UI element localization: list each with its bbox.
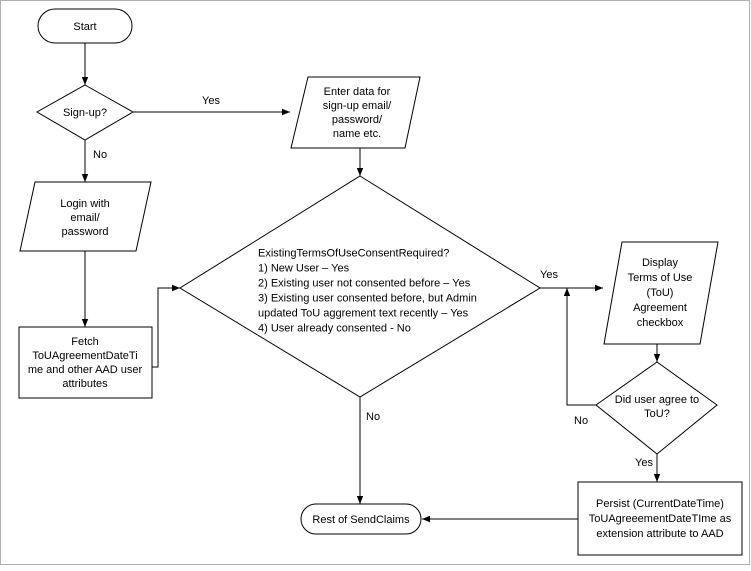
label-signup-no: No — [93, 149, 107, 161]
consent-decision-label-line: ExistingTermsOfUseConsentRequired? — [258, 248, 449, 260]
login-label-line: email/ — [70, 212, 100, 224]
label-agree-yes: Yes — [635, 457, 653, 469]
enter-data-label: Enter data for sign-up email/password/nam… — [323, 86, 392, 140]
fetch-label-line: me and other AAD user — [28, 364, 143, 376]
consent-decision-label-line: updated ToU aggrement text recently – Ye… — [258, 308, 469, 320]
persist-label-line: ToUAgreeementDateTIme as — [589, 513, 732, 525]
display-tou-label-line: checkbox — [637, 317, 684, 329]
enter-data-label-line: password/ — [332, 114, 383, 126]
signup-decision-label: Sign-up? — [63, 107, 107, 119]
rest-label-line: Rest of SendClaims — [312, 514, 410, 526]
display-tou-label-line: Terms of Use — [628, 272, 693, 284]
enter-data-label-line: name etc. — [333, 128, 381, 140]
node-persist: Persist (CurrentDateTime) ToUAgreeementDa… — [577, 481, 743, 556]
enter-data-label-line: Enter data for — [324, 86, 391, 98]
node-signup-decision: Sign-up? — [35, 84, 135, 141]
label-signup-yes: Yes — [202, 95, 220, 107]
display-tou-label-line: Agreement — [633, 302, 687, 314]
login-label: Login with email/password — [60, 198, 110, 238]
persist-label: Persist (CurrentDateTime) ToUAgreeementDa… — [589, 498, 732, 540]
edge-agree-no — [563, 288, 596, 406]
node-enter-data: Enter data for sign-up email/password/nam… — [290, 76, 421, 149]
persist-label-line: extension attribute to AAD — [596, 528, 723, 540]
display-tou-label-line: Display — [642, 257, 679, 269]
start-label-line: Start — [73, 21, 96, 33]
start-label: Start — [73, 21, 96, 33]
fetch-label-line: attributes — [62, 378, 108, 390]
agree-decision-label-line: ToU? — [644, 408, 670, 420]
node-rest: Rest of SendClaims — [300, 503, 422, 535]
edge-fetch-to-consent — [152, 284, 180, 368]
enter-data-label-line: sign-up email/ — [323, 100, 392, 112]
consent-decision-label-line: 4) User already consented - No — [258, 323, 411, 335]
label-consent-no: No — [366, 411, 380, 423]
login-label-line: Login with — [60, 198, 110, 210]
consent-decision-label-line: 3) Existing user consented before, but A… — [258, 293, 477, 305]
consent-decision-label-line: 2) Existing user not consented before – … — [258, 278, 471, 290]
consent-decision-label-line: 1) New User – Yes — [258, 263, 350, 275]
node-consent-decision: ExistingTermsOfUseConsentRequired? 1) New… — [179, 175, 541, 398]
rest-label: Rest of SendClaims — [312, 514, 410, 526]
node-start: Start — [37, 8, 133, 44]
edge-labels: Yes No Yes No No Yes — [93, 95, 653, 469]
fetch-label-line: Fetch — [71, 336, 99, 348]
consent-decision-label: ExistingTermsOfUseConsentRequired? 1) New… — [258, 248, 477, 335]
node-login: Login with email/password — [19, 181, 152, 252]
agree-decision-label-line: Did user agree to — [615, 394, 699, 406]
label-consent-yes: Yes — [540, 269, 558, 281]
persist-label-line: Persist (CurrentDateTime) — [596, 498, 724, 510]
label-agree-no: No — [574, 415, 588, 427]
login-label-line: password — [61, 226, 108, 238]
signup-decision-label-line: Sign-up? — [63, 107, 107, 119]
edges — [81, 43, 661, 523]
display-tou-label-line: (ToU) — [647, 287, 674, 299]
node-agree-decision: Did user agree to ToU? — [595, 361, 718, 455]
agree-decision-label: Did user agree to ToU? — [615, 394, 699, 420]
fetch-label-line: ToUAgreementDateTi — [32, 350, 137, 362]
